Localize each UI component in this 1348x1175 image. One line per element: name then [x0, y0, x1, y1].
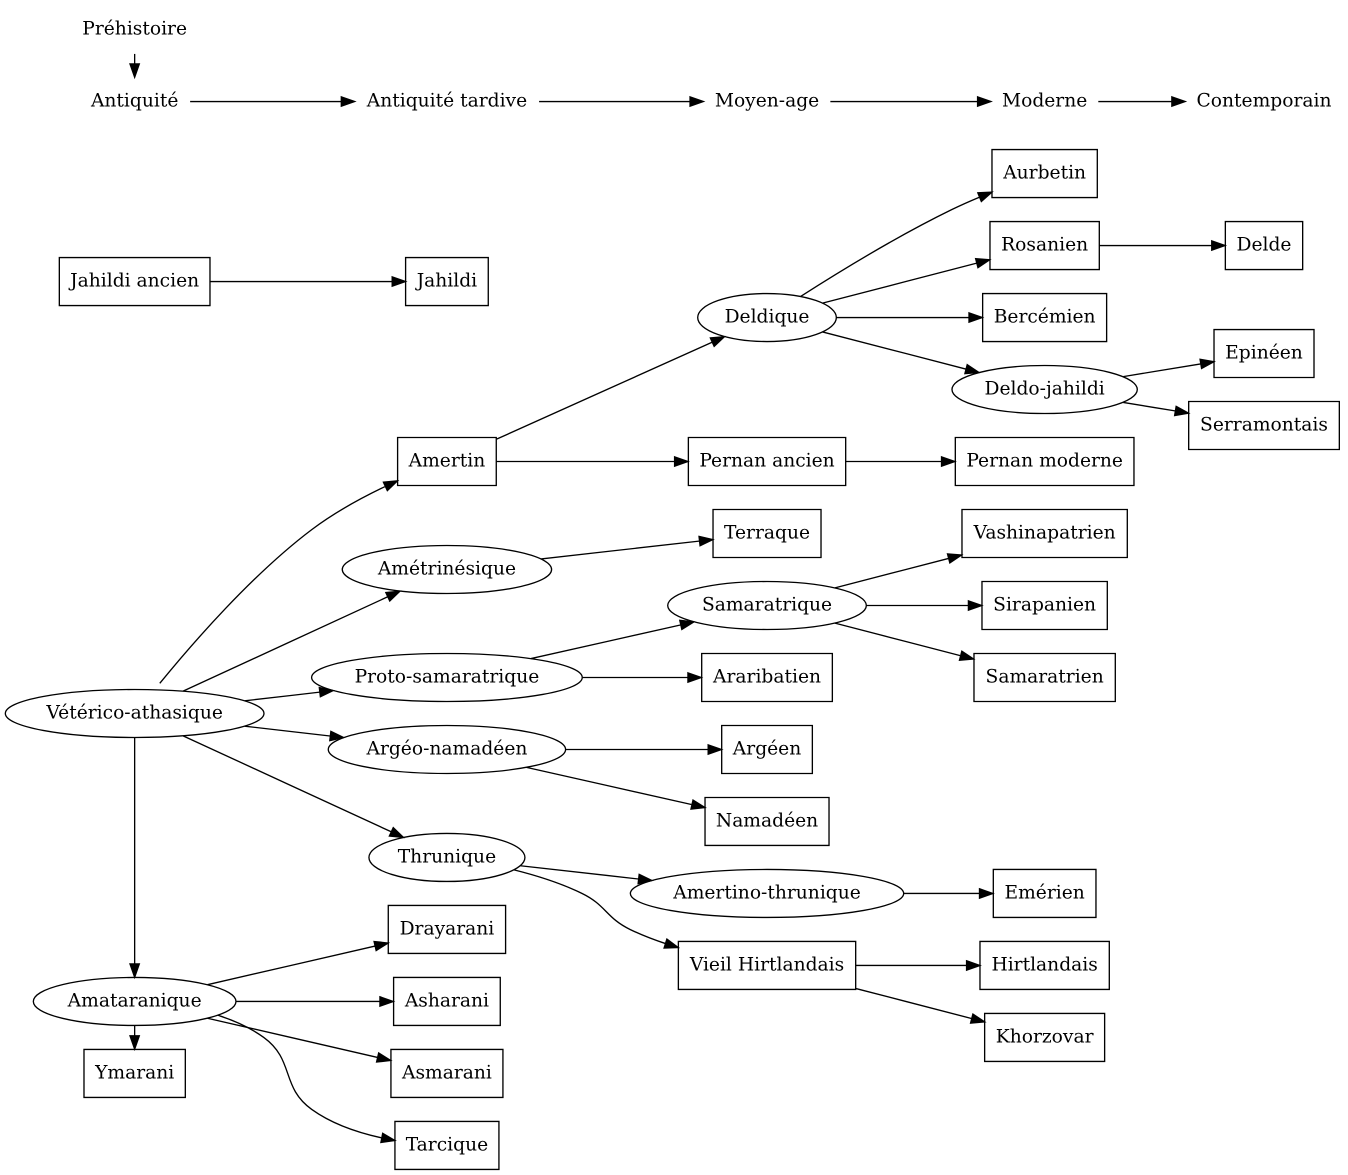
svg-text:Moyen-age: Moyen-age [715, 90, 819, 111]
svg-text:Argéo-namadéen: Argéo-namadéen [365, 738, 527, 759]
svg-text:Deldo-jahildi: Deldo-jahildi [985, 378, 1105, 399]
svg-text:Vieil Hirtlandais: Vieil Hirtlandais [689, 954, 844, 975]
svg-text:Ymarani: Ymarani [94, 1062, 174, 1083]
svg-text:Amataranique: Amataranique [67, 990, 202, 1011]
svg-text:Rosanien: Rosanien [1001, 234, 1088, 255]
svg-text:Drayarani: Drayarani [400, 918, 495, 939]
svg-text:Araribatien: Araribatien [712, 666, 821, 687]
svg-text:Deldique: Deldique [725, 306, 810, 327]
svg-text:Vashinapatrien: Vashinapatrien [973, 522, 1116, 543]
svg-text:Samaratrique: Samaratrique [702, 594, 832, 615]
svg-text:Bercémien: Bercémien [994, 306, 1096, 327]
svg-text:Namadéen: Namadéen [716, 810, 818, 831]
svg-text:Asharani: Asharani [404, 990, 489, 1011]
svg-text:Terraque: Terraque [724, 522, 810, 543]
svg-text:Argéen: Argéen [732, 738, 801, 759]
svg-text:Pernan ancien: Pernan ancien [699, 450, 834, 471]
svg-text:Antiquité tardive: Antiquité tardive [366, 90, 527, 111]
svg-text:Thrunique: Thrunique [398, 846, 496, 867]
svg-text:Delde: Delde [1237, 234, 1292, 255]
svg-text:Antiquité: Antiquité [90, 90, 178, 111]
svg-text:Asmarani: Asmarani [401, 1062, 492, 1083]
svg-text:Samaratrien: Samaratrien [986, 666, 1104, 687]
svg-text:Khorzovar: Khorzovar [996, 1026, 1094, 1047]
svg-text:Emérien: Emérien [1004, 882, 1084, 903]
svg-text:Moderne: Moderne [1002, 90, 1087, 111]
svg-text:Pernan moderne: Pernan moderne [966, 450, 1123, 471]
svg-text:Vétérico-athasique: Vétérico-athasique [45, 702, 223, 723]
svg-text:Serramontais: Serramontais [1200, 414, 1328, 435]
svg-text:Jahildi ancien: Jahildi ancien [68, 270, 199, 291]
svg-text:Epinéen: Epinéen [1225, 342, 1303, 363]
svg-text:Sirapanien: Sirapanien [993, 594, 1096, 615]
svg-text:Contemporain: Contemporain [1197, 90, 1332, 111]
svg-text:Proto-samaratrique: Proto-samaratrique [355, 666, 540, 687]
svg-text:Amétrinésique: Amétrinésique [377, 558, 516, 579]
svg-text:Préhistoire: Préhistoire [82, 18, 187, 39]
svg-text:Tarcique: Tarcique [406, 1134, 488, 1155]
svg-text:Amertin: Amertin [408, 450, 486, 471]
svg-text:Amertino-thrunique: Amertino-thrunique [672, 882, 861, 903]
svg-text:Jahildi: Jahildi [415, 270, 477, 291]
svg-text:Hirtlandais: Hirtlandais [991, 954, 1097, 975]
svg-text:Aurbetin: Aurbetin [1002, 162, 1086, 183]
